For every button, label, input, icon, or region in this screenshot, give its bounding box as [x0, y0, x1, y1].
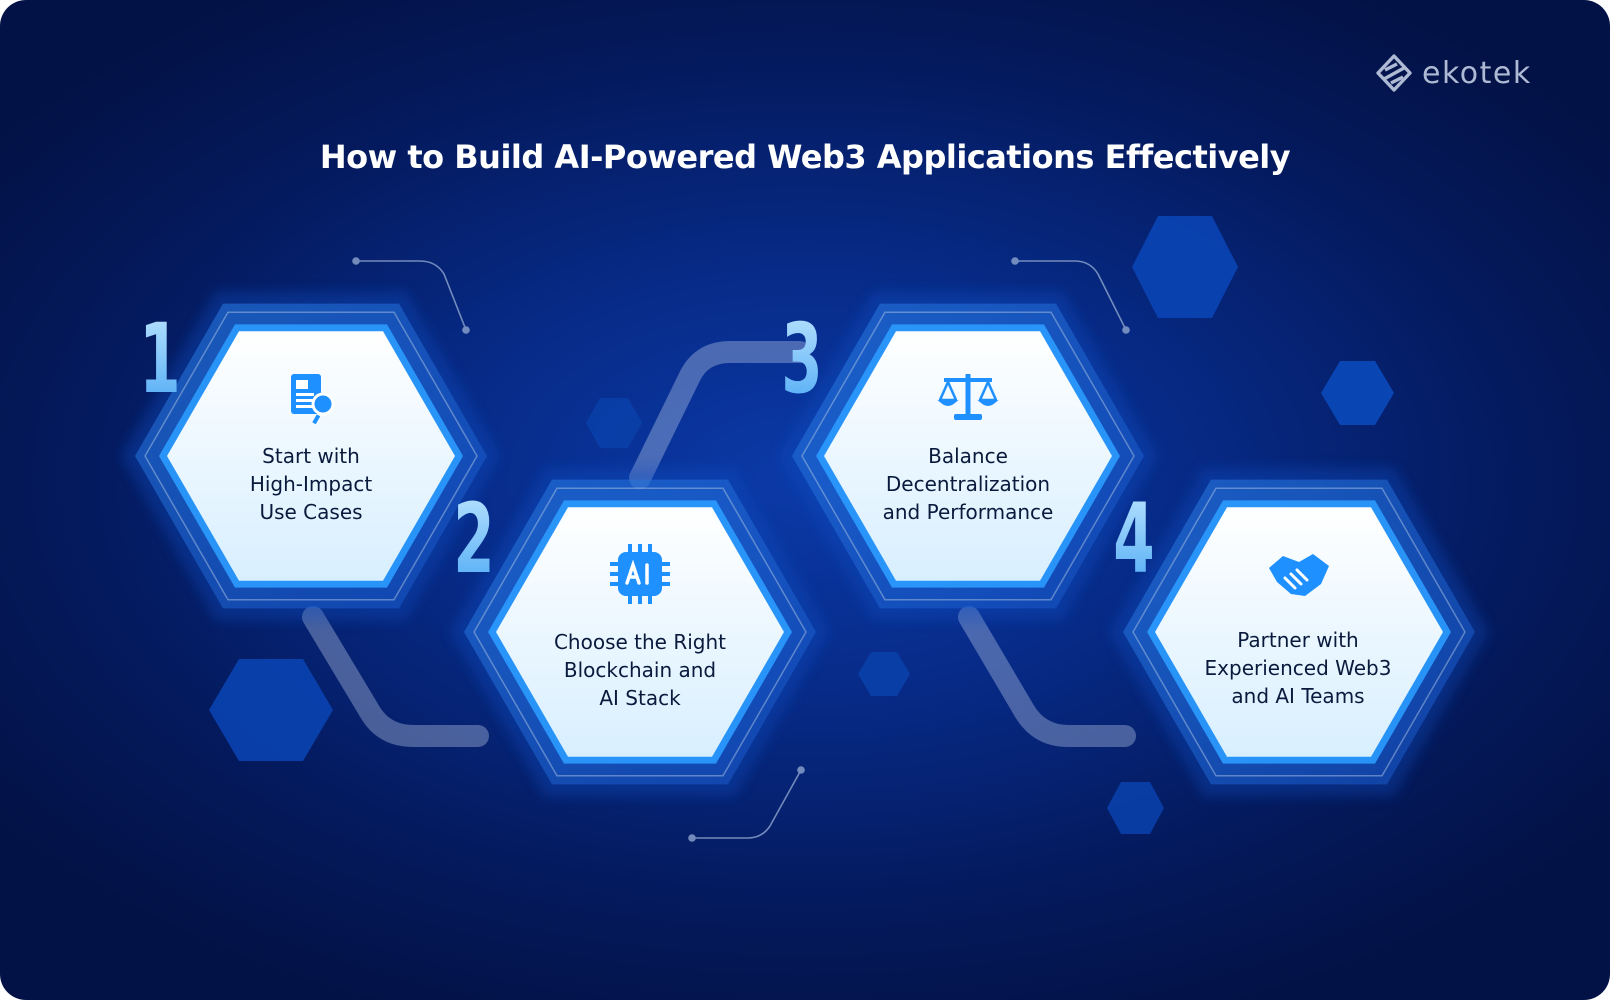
step-2-hexagon: 2	[450, 467, 830, 797]
brand-logo: ekotek	[1374, 48, 1532, 98]
step-4-line: Partner with	[1237, 628, 1359, 652]
step-2-line: AI Stack	[599, 686, 681, 710]
magnifier-handle	[312, 414, 321, 425]
connector-dot	[352, 257, 360, 265]
step-3-line: Decentralization	[885, 472, 1051, 496]
connector-dot	[688, 834, 696, 842]
scale-beam	[944, 378, 992, 382]
chip-pin	[628, 596, 632, 604]
connector-line	[356, 260, 467, 331]
hex-ring	[801, 311, 1135, 601]
doc-line	[296, 399, 314, 402]
link-3-4	[958, 606, 1136, 747]
link-2-3	[629, 341, 811, 489]
logo-text: ekotek	[1422, 55, 1532, 91]
thin-connectors	[352, 257, 1130, 842]
chip-pin	[648, 596, 652, 604]
step-3-line: Balance	[928, 444, 1008, 468]
scale-pole	[965, 374, 971, 416]
step-2-line: Blockchain and	[563, 658, 717, 682]
step-3-line: and Performance	[882, 500, 1054, 524]
thick-links	[302, 341, 1136, 747]
connector-dot	[797, 766, 805, 774]
hex-inner	[496, 507, 784, 757]
step-1-hexagon: 1	[121, 291, 501, 621]
chip-pin	[610, 572, 618, 576]
connector-dot	[1122, 326, 1130, 334]
doc-line	[296, 405, 314, 408]
decorative-hexagons	[209, 216, 1394, 834]
step-2-line: Choose the Right	[553, 630, 727, 654]
connector-dot	[462, 326, 470, 334]
scale-pans	[938, 400, 998, 406]
hex-inner	[824, 331, 1112, 581]
deco-hex	[1321, 361, 1394, 425]
step-1-line: Use Cases	[259, 500, 363, 524]
connector-line	[692, 769, 802, 839]
hex-ring	[1132, 487, 1466, 777]
handshake-icon	[1269, 554, 1329, 596]
step-4-line: and AI Teams	[1231, 684, 1365, 708]
doc-line	[296, 393, 314, 396]
deco-hex	[1132, 216, 1238, 318]
step-hexagons: 1 2 3 4	[121, 291, 1489, 797]
chip-pin	[638, 544, 642, 552]
connector-dot	[1011, 257, 1019, 265]
scale-base	[954, 414, 982, 420]
step-1-number: 1	[139, 303, 180, 415]
deco-hex	[586, 398, 642, 448]
step-3-number: 3	[781, 303, 822, 415]
step-4-label: Partner with Experienced Web3 and AI Tea…	[1188, 626, 1408, 710]
ekotek-logo-icon	[1376, 54, 1412, 92]
hex-inner	[167, 331, 455, 581]
step-2-label: Choose the Right Blockchain and AI Stack	[530, 628, 750, 712]
document-search-icon	[291, 374, 335, 425]
chip-pin	[662, 572, 670, 576]
chip-pin	[628, 544, 632, 552]
step-3-label: Balance Decentralization and Performance	[858, 442, 1078, 526]
finger-lines	[1283, 568, 1309, 590]
hex-inner	[1155, 507, 1443, 757]
deco-hex	[1107, 782, 1164, 834]
ai-chip-icon	[610, 544, 670, 604]
chip-body	[618, 552, 662, 596]
magnifier-lens	[311, 392, 335, 416]
chip-pin	[662, 582, 670, 586]
page-title: How to Build AI-Powered Web3 Application…	[319, 138, 1291, 176]
connector-line	[1015, 260, 1127, 331]
deco-hex	[209, 659, 333, 761]
chip-pin	[610, 582, 618, 586]
chip-pin	[648, 544, 652, 552]
doc-image	[296, 380, 308, 389]
step-1-line: High-Impact	[249, 472, 373, 496]
chip-pin	[638, 596, 642, 604]
step-4-line: Experienced Web3	[1204, 656, 1392, 680]
hands-shape	[1269, 554, 1329, 596]
chip-pin	[610, 562, 618, 566]
step-1-label: Start with High-Impact Use Cases	[201, 442, 421, 526]
link-1-2	[302, 606, 489, 747]
chip-letters	[625, 559, 649, 585]
step-4-hexagon: 4	[1109, 467, 1489, 797]
hex-ring	[144, 311, 478, 601]
step-4-number: 4	[1113, 483, 1154, 595]
step-1-line: Start with	[262, 444, 360, 468]
balance-scale-icon	[938, 374, 998, 420]
chip-pin	[662, 562, 670, 566]
hex-ring	[473, 487, 807, 777]
deco-hex	[858, 652, 910, 696]
step-2-number: 2	[453, 483, 494, 595]
step-3-hexagon: 3	[778, 291, 1158, 621]
